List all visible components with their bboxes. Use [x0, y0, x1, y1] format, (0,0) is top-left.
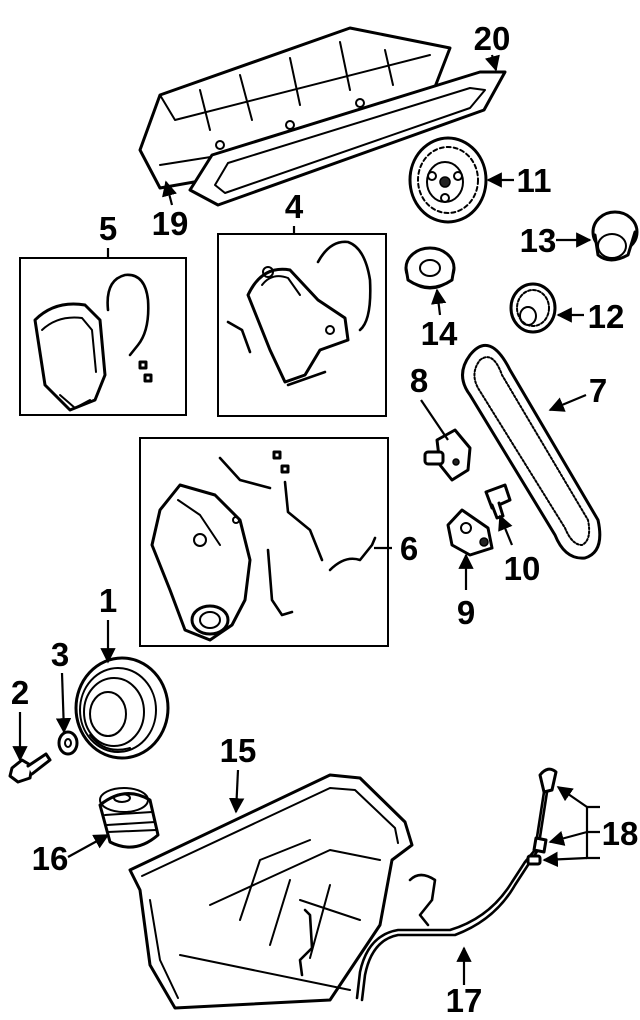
leader-18a [556, 786, 588, 808]
leader-3 [55, 672, 72, 734]
tensioner-bracket [446, 508, 494, 557]
upper-timing-cover [33, 302, 107, 412]
leader-10 [498, 514, 514, 546]
crankshaft-sprocket [509, 282, 557, 334]
box-lower-cover-set [139, 437, 389, 647]
callout-13: 13 [520, 222, 557, 259]
callout-16: 16 [32, 840, 69, 877]
callout-4: 4 [285, 188, 304, 225]
leader-16 [67, 834, 110, 858]
callout-5: 5 [99, 210, 117, 247]
idler-pulley [591, 210, 639, 262]
seal-strip-bottom [286, 370, 327, 387]
seal-piece-3 [283, 480, 324, 562]
lower-timing-cover [150, 483, 252, 642]
washer [57, 730, 79, 756]
leader-7 [548, 393, 587, 412]
callout-14: 14 [421, 315, 458, 352]
callout-20: 20 [474, 20, 511, 57]
seal-plug [138, 360, 148, 370]
oil-pan [128, 773, 414, 1010]
callout-17: 17 [446, 982, 483, 1019]
seal-piece-1 [218, 456, 272, 490]
seal-piece-2 [266, 548, 294, 617]
belt-tensioner [404, 246, 456, 290]
cover-seal-upper [106, 273, 150, 357]
seal-plug [143, 373, 153, 383]
callout-11: 11 [517, 162, 552, 199]
seal-plug [272, 450, 282, 460]
leader-14 [431, 288, 447, 316]
callout-3: 3 [51, 636, 69, 673]
leader-18c [542, 851, 588, 868]
timing-belt [461, 344, 602, 560]
crankshaft-pulley [74, 656, 170, 760]
leader-18b [548, 830, 588, 846]
callout-12: 12 [588, 298, 625, 335]
leader-8 [420, 399, 449, 441]
valve-cover [138, 26, 452, 190]
callout-10: 10 [504, 550, 541, 587]
box-upper-cover-set [19, 257, 187, 416]
callout-7: 7 [589, 372, 607, 409]
cover-seal-middle [316, 240, 372, 332]
oil-filter [98, 787, 160, 849]
crank-bolt [8, 752, 52, 784]
box-middle-cover-set [217, 233, 387, 417]
bracket-18 [585, 805, 600, 860]
camshaft-sprocket [408, 136, 488, 224]
valve-cover-gasket [188, 70, 507, 207]
callout-2: 2 [11, 674, 29, 711]
callout-19: 19 [152, 205, 189, 242]
callout-6: 6 [400, 530, 418, 567]
bracket-bolt [484, 483, 512, 520]
callout-1: 1 [99, 582, 117, 619]
seal-plug [280, 464, 290, 474]
sensor [423, 428, 472, 482]
dipstick-assembly [355, 767, 558, 1002]
callout-9: 9 [457, 594, 475, 631]
leader-20 [484, 54, 500, 72]
callout-15: 15 [220, 732, 257, 769]
seal-piece-4 [328, 536, 377, 572]
leader-19 [162, 180, 177, 206]
seal-strip-left [226, 320, 252, 354]
middle-timing-cover [246, 266, 350, 384]
callout-18: 18 [602, 815, 639, 852]
leader-15 [228, 769, 245, 814]
callout-8: 8 [410, 362, 428, 399]
